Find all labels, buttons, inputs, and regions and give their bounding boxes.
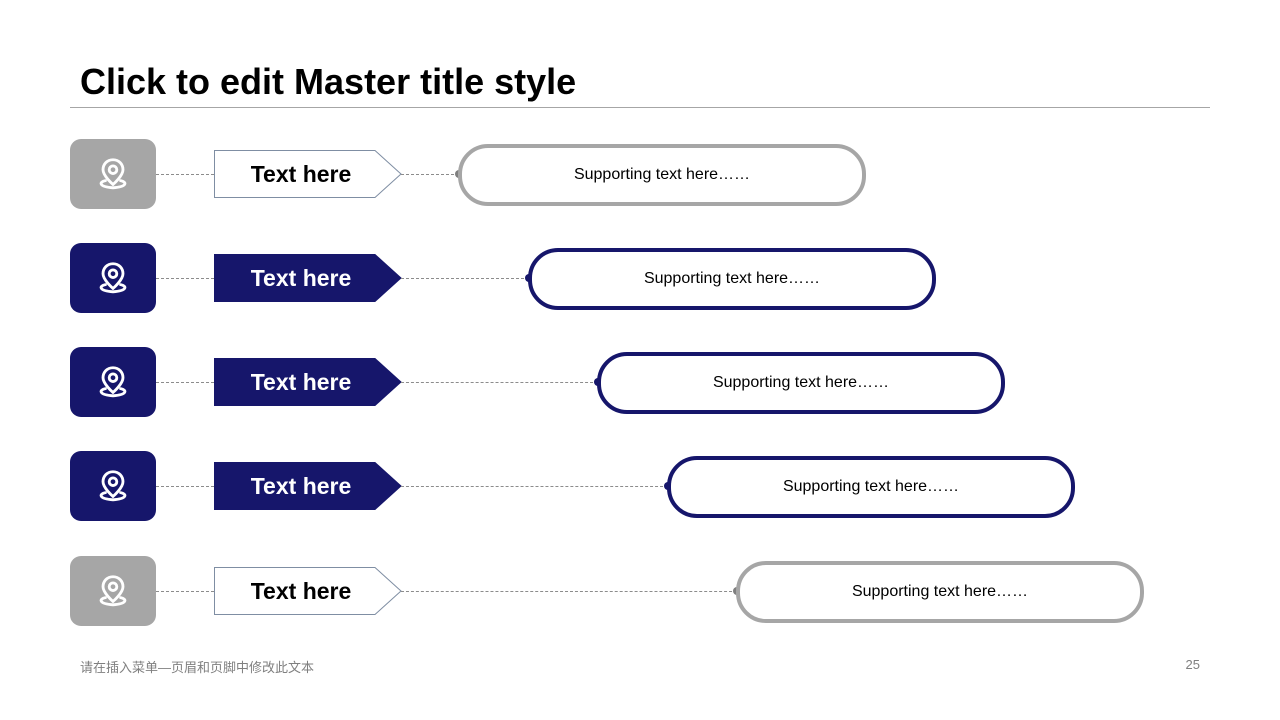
row-4-icon-tile [70,451,156,521]
row-4-supporting-text-box: Supporting text here…… [667,456,1075,518]
connector-line [156,174,214,175]
title-divider [70,107,1210,108]
connector-line [401,382,598,383]
connector-line [401,486,668,487]
connector-line [156,591,214,592]
row-3-supporting-text-box: Supporting text here…… [597,352,1005,414]
row-2-label: Text here [250,264,352,291]
list-row-2: Text here Supporting text here…… [0,243,1280,313]
list-row-4: Text here Supporting text here…… [0,451,1280,521]
row-4-label-tag: Text here [214,462,402,510]
location-pin-icon [99,262,127,294]
connector-line [401,591,737,592]
row-1-supporting-text-box: Supporting text here…… [458,144,866,206]
location-pin-icon [99,366,127,398]
connector-line [401,174,459,175]
list-row-5: Text here Supporting text here…… [0,556,1280,626]
row-2-icon-tile [70,243,156,313]
connector-line [156,382,214,383]
row-5-label-tag: Text here [214,567,402,615]
row-5-label: Text here [250,577,352,604]
connector-line [401,278,529,279]
connector-line [156,486,214,487]
row-3-label-tag: Text here [214,358,402,406]
row-1-label-tag: Text here [214,150,402,198]
row-3-icon-tile [70,347,156,417]
location-pin-icon [99,470,127,502]
location-pin-icon [99,158,127,190]
connector-line [156,278,214,279]
location-pin-icon [99,575,127,607]
row-1-icon-tile [70,139,156,209]
slide-title: Click to edit Master title style [80,61,577,102]
row-3-label: Text here [250,368,352,395]
row-2-label-tag: Text here [214,254,402,302]
row-2-supporting-text-box: Supporting text here…… [528,248,936,310]
list-row-3: Text here Supporting text here…… [0,347,1280,417]
row-5-supporting-text-box: Supporting text here…… [736,561,1144,623]
list-row-1: Text here Supporting text here…… [0,139,1280,209]
row-5-icon-tile [70,556,156,626]
page-number: 25 [1185,657,1200,672]
row-4-label: Text here [250,472,352,499]
footer-text: 请在插入菜单—页眉和页脚中修改此文本 [80,660,315,675]
row-1-label: Text here [250,160,352,187]
